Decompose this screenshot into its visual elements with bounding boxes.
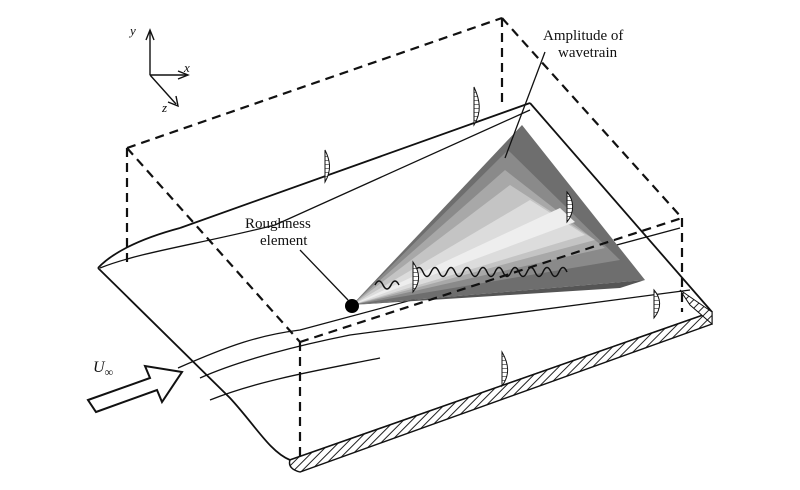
freestream-velocity-label: U∞ — [93, 359, 113, 379]
z-axis-label: z — [161, 100, 167, 115]
amplitude-label-line2: wavetrain — [558, 45, 618, 61]
y-axis-label: y — [128, 23, 136, 38]
plate-thickness-front — [288, 311, 713, 473]
velocity-profile — [501, 350, 509, 388]
control-volume-box — [125, 16, 684, 462]
freestream-arrow — [86, 364, 184, 414]
velocity-profile — [324, 149, 330, 184]
leading-edge — [97, 227, 181, 269]
plate-thickness-right — [679, 289, 713, 326]
velocity-profiles — [324, 86, 661, 388]
boundary-layer-lines — [99, 109, 691, 401]
velocity-profile — [473, 86, 480, 127]
roughness-label-line2: element — [260, 233, 308, 249]
velocity-profile — [566, 190, 574, 224]
roughness-element — [345, 299, 359, 313]
x-axis-label: x — [183, 60, 190, 75]
velocity-profile — [653, 288, 661, 320]
wavetrain-wave — [374, 266, 568, 290]
amplitude-label-line1: Amplitude of — [543, 28, 623, 44]
velocity-profile — [412, 260, 420, 294]
leader-lines — [299, 51, 546, 301]
coordinate-axes — [145, 28, 190, 108]
roughness-label-line1: Roughness — [245, 216, 311, 232]
